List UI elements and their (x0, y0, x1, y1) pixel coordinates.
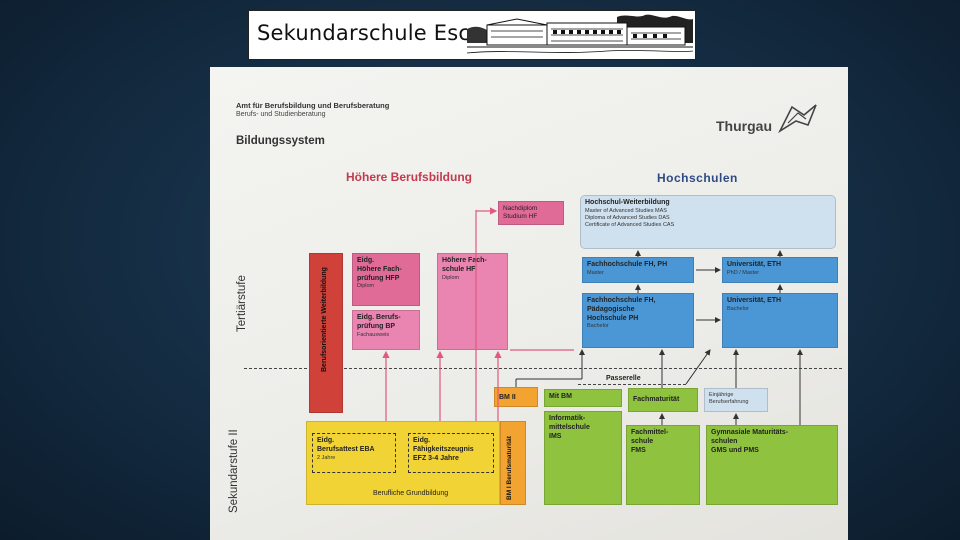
nachdiplom-line2: Studium HF (503, 213, 538, 221)
hsw-line3: Certificate of Advanced Studies CAS (585, 221, 675, 228)
box-hfp: Eidg. Höhere Fach- prüfung HFP Diplom (352, 253, 420, 306)
fms-line2: schule (631, 437, 654, 445)
fh-bachelor-title-3: Hochschule PH (587, 314, 639, 322)
hf-sub: Diplom (442, 274, 460, 281)
hfp-title-2: Höhere Fach- (357, 265, 402, 273)
box-hochschul-weiterbildung: Hochschul-Weiterbildung Master of Advanc… (580, 195, 836, 249)
fh-bachelor-title-1: Fachhochschule FH, (587, 297, 656, 304)
school-building-sketch (467, 13, 693, 58)
bp-title-2: prüfung BP (357, 322, 396, 330)
school-banner: Sekundarschule Eschenz (248, 10, 696, 60)
uni-master-sub: PhD / Master (727, 269, 760, 276)
box-nachdiplom-hf: Nachdiplom Studium HF (498, 201, 564, 225)
bp-sub: Fachausweis (357, 331, 390, 338)
fh-master-sub: Master (587, 269, 604, 276)
passerelle-label: Passerelle (606, 375, 641, 382)
mit-bm-label: Mit BM (549, 393, 572, 400)
section-universities: Hochschulen (657, 171, 738, 185)
bp-title-1: Eidg. Berufs- (357, 314, 401, 321)
box-bp: Eidg. Berufs- prüfung BP Fachausweis (352, 310, 420, 350)
box-mit-bm: Mit BM (544, 389, 622, 407)
connector-arrows (382, 207, 803, 425)
box-fh-bachelor: Fachhochschule FH, Pädagogische Hochschu… (582, 293, 694, 348)
efz-title-1: Eidg. (413, 437, 431, 444)
uni-bachelor-sub: Bachelor (727, 305, 749, 312)
fms-line3: FMS (631, 446, 646, 454)
fachmaturitaet-label: Fachmaturität (633, 396, 680, 403)
efz-title-3: EFZ 3-4 Jahre (413, 454, 459, 462)
document-title: Bildungssystem (236, 135, 325, 147)
fh-bachelor-sub: Bachelor (587, 323, 609, 330)
fh-master-title: Fachhochschule FH, PH (587, 261, 668, 268)
fms-line1: Fachmittel- (631, 429, 669, 436)
office-subtitle: Berufs- und Studienberatung (236, 111, 326, 118)
bm2-label: BM II (499, 394, 516, 401)
nachdiplom-line1: Nachdiplom (503, 205, 538, 212)
level-divider (244, 368, 842, 369)
box-eba: Eidg. Berufsattest EBA 2 Jahre (312, 433, 396, 473)
gms-line2: schulen (711, 437, 738, 445)
berufserfahrung-line1: Einjährige (709, 392, 734, 398)
box-berufliche-grundbildung: Berufliche Grundbildung (306, 421, 500, 505)
hsw-line1: Master of Advanced Studies MAS (585, 207, 667, 214)
box-efz: Eidg. Fähigkeitszeugnis EFZ 3-4 Jahre (408, 433, 494, 473)
hsw-line2: Diploma of Advanced Studies DAS (585, 214, 670, 221)
uni-master-title: Universität, ETH (727, 261, 782, 268)
hsw-title: Hochschul-Weiterbildung (585, 199, 670, 206)
hf-title-2: schule HF (442, 265, 476, 273)
box-berufsorientierte-weiterbildung: Berufsorientierte Weiterbildung (309, 253, 343, 413)
section-higher-vocational: Höhere Berufsbildung (346, 170, 473, 184)
efz-title-2: Fähigkeitszeugnis (413, 445, 474, 453)
uni-bachelor-title: Universität, ETH (727, 297, 782, 304)
fh-bachelor-title-2: Pädagogische (587, 305, 635, 313)
ims-line3: IMS (549, 432, 562, 440)
thurgau-lion-icon (778, 104, 817, 133)
arrow-passerelle (685, 349, 711, 385)
box-bm1: BM I Berufsmaturität (500, 421, 526, 505)
box-uni-bachelor: Universität, ETH Bachelor (722, 293, 838, 348)
office-name: Amt für Berufsbildung und Berufsberatung (236, 101, 390, 110)
hf-title-1: Höhere Fach- (442, 257, 487, 264)
gms-line3: GMS und PMS (711, 446, 759, 454)
hfp-title-3: prüfung HFP (357, 274, 400, 282)
box-fachmaturitaet: Fachmaturität (628, 388, 698, 412)
grundbildung-label: Berufliche Grundbildung (373, 490, 449, 497)
eba-title-2: Berufsattest EBA (317, 445, 375, 453)
box-fh-master: Fachhochschule FH, PH Master (582, 257, 694, 283)
eba-sub: 2 Jahre (317, 454, 336, 461)
education-system-chart: Amt für Berufsbildung und Berufsberatung… (210, 67, 848, 540)
box-bm2: BM II (494, 387, 538, 407)
ims-line1: Informatik- (549, 415, 586, 422)
passerelle-line (578, 384, 686, 385)
box-hf: Höhere Fach- schule HF Diplom (437, 253, 508, 350)
hfp-title-1: Eidg. (357, 257, 375, 264)
eba-title-1: Eidg. (317, 437, 335, 444)
gms-line1: Gymnasiale Maturitäts- (711, 429, 789, 436)
ims-line2: mittelschule (549, 423, 590, 431)
box-uni-master: Universität, ETH PhD / Master (722, 257, 838, 283)
box-berufserfahrung: Einjährige Berufserfahrung (704, 388, 768, 412)
box-fms: Fachmittel- schule FMS (626, 425, 700, 505)
thurgau-brand: Thurgau (716, 118, 772, 134)
box-gms: Gymnasiale Maturitäts- schulen GMS und P… (706, 425, 838, 505)
berufserfahrung-line2: Berufserfahrung (709, 398, 749, 405)
hfp-sub: Diplom (357, 283, 375, 290)
box-ims: Informatik- mittelschule IMS (544, 411, 622, 505)
